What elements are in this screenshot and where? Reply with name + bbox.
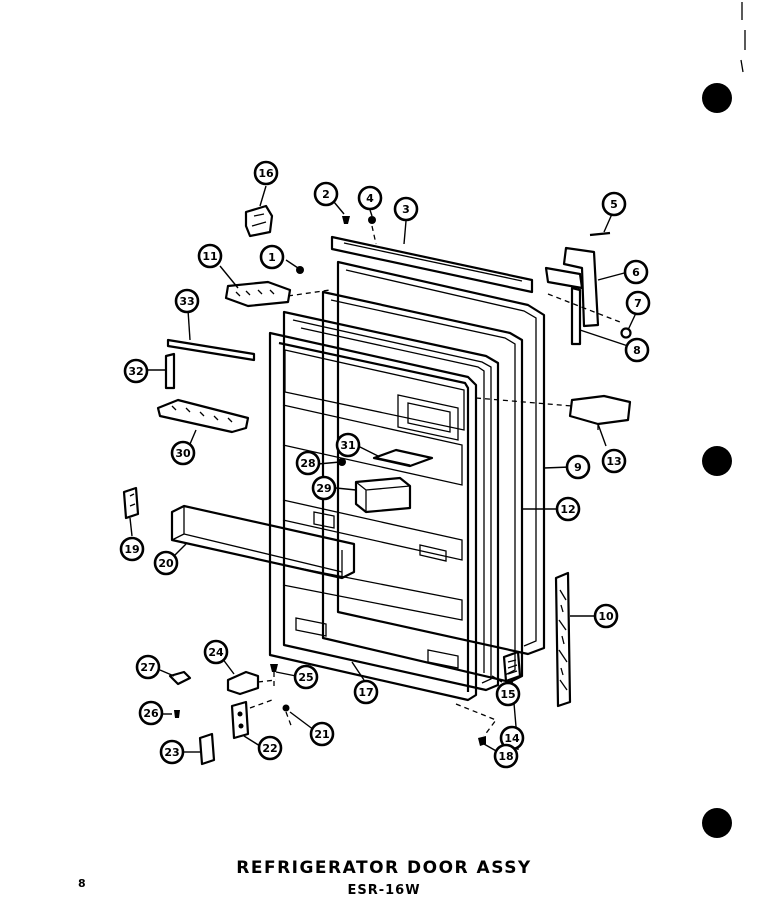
callout-label: 29: [316, 482, 331, 495]
callout-21: 21: [309, 721, 335, 747]
callout-label: 3: [402, 203, 410, 216]
callout-5: 5: [601, 191, 627, 217]
callout-4: 4: [357, 185, 383, 211]
shelf-rail: [164, 338, 256, 390]
callout-label: 13: [606, 455, 621, 468]
callout-30: 30: [170, 440, 196, 466]
callout-14: 14: [499, 725, 525, 751]
callout-18: 18: [493, 743, 519, 769]
handle-bracket: [475, 394, 632, 430]
callout-27: 27: [135, 654, 161, 680]
callout-label: 24: [208, 646, 224, 659]
hinge-block: [502, 650, 522, 683]
callout-label: 28: [300, 457, 315, 470]
callout-label: 1: [268, 251, 276, 264]
hinge-cover: [224, 280, 331, 308]
callout-label: 22: [262, 742, 277, 755]
callout-label: 6: [632, 266, 640, 279]
callout-25: 25: [293, 664, 319, 690]
shelf-bracket: [156, 398, 250, 434]
scan-edge-marks: [740, 2, 746, 73]
callout-17: 17: [353, 679, 379, 705]
callout-8: 8: [624, 337, 650, 363]
callout-16: 16: [253, 160, 279, 186]
model-number: ESR-16W: [347, 883, 421, 898]
callout-label: 5: [610, 198, 618, 211]
callout-label: 7: [634, 297, 642, 310]
hinge-plate: [198, 699, 273, 766]
callout-label: 17: [358, 686, 373, 699]
callout-22: 22: [257, 735, 283, 761]
callout-7: 7: [625, 290, 651, 316]
callout-label: 8: [633, 344, 641, 357]
top-fasteners: [296, 216, 377, 274]
callout-label: 18: [498, 750, 513, 763]
page-number: 8: [78, 877, 86, 890]
callout-label: 20: [158, 557, 174, 570]
inner-door-liner: [268, 331, 478, 702]
callout-label: 15: [500, 688, 515, 701]
callout-1: 1: [259, 244, 285, 270]
callout-28: 28: [295, 450, 321, 476]
callout-12: 12: [555, 496, 581, 522]
latch: [122, 486, 140, 520]
callout-label: 2: [322, 188, 330, 201]
callout-6: 6: [623, 259, 649, 285]
hinge-bracket-assembly: [544, 231, 632, 346]
callout-label: 32: [128, 365, 143, 378]
door-liner-frame: [321, 290, 524, 684]
callout-15: 15: [495, 681, 521, 707]
binder-hole-bottom: [702, 808, 732, 838]
callout-13: 13: [601, 448, 627, 474]
clip: [244, 204, 274, 238]
dairy-compartment: [338, 448, 434, 514]
callout-24: 24: [203, 639, 229, 665]
callout-19: 19: [119, 536, 145, 562]
callout-label: 30: [175, 447, 191, 460]
callout-2: 2: [313, 181, 339, 207]
callout-label: 12: [560, 503, 575, 516]
callout-label: 4: [366, 192, 374, 205]
callout-label: 16: [258, 167, 274, 180]
callout-33: 33: [174, 288, 200, 314]
callout-label: 11: [202, 250, 217, 263]
callout-10: 10: [593, 603, 619, 629]
callout-label: 27: [140, 661, 155, 674]
callout-32: 32: [123, 358, 149, 384]
door-outer-panel: [336, 260, 546, 656]
callout-9: 9: [565, 454, 591, 480]
callout-label: 31: [340, 439, 355, 452]
callout-label: 21: [314, 728, 329, 741]
callout-label: 23: [164, 746, 179, 759]
top-trim: [330, 235, 534, 294]
callout-label: 26: [143, 707, 159, 720]
callout-3: 3: [393, 196, 419, 222]
callout-label: 14: [504, 732, 520, 745]
callout-label: 19: [124, 543, 139, 556]
door-shelf-bar: [170, 504, 356, 580]
callout-20: 20: [153, 550, 179, 576]
callout-23: 23: [159, 739, 185, 765]
callout-26: 26: [138, 700, 164, 726]
binder-hole-top: [702, 83, 732, 113]
bottom-hinge-assembly: [168, 664, 293, 729]
diagram-title: REFRIGERATOR DOOR ASSY: [236, 858, 532, 878]
callout-label: 9: [574, 461, 582, 474]
callout-31: 31: [335, 432, 361, 458]
gasket-strip: [554, 571, 572, 708]
callout-label: 25: [298, 671, 313, 684]
callout-label: 10: [598, 610, 614, 623]
bottom-screw: [455, 703, 498, 746]
binder-hole-middle: [702, 446, 732, 476]
callout-label: 33: [179, 295, 194, 308]
callout-11: 11: [197, 243, 223, 269]
callout-29: 29: [311, 475, 337, 501]
door-gasket: [282, 310, 500, 692]
